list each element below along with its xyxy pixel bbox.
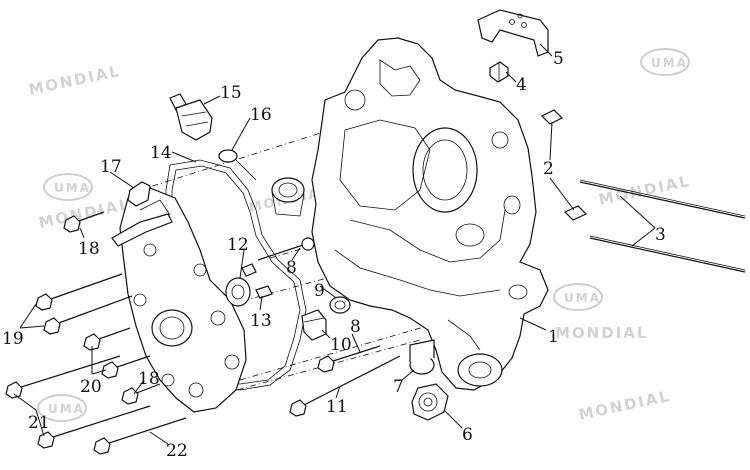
sensor-part-15 xyxy=(169,93,213,141)
callout-numbers: 1 2 3 4 5 6 7 8 8 9 10 11 12 13 14 15 16… xyxy=(2,49,666,461)
bolt-group-right xyxy=(289,345,401,417)
callout-4: 4 xyxy=(516,75,527,95)
oring-part-16 xyxy=(218,149,257,181)
callout-2: 2 xyxy=(543,159,554,179)
callout-8-upper: 8 xyxy=(286,258,297,278)
uma-logo-top-right: UMA xyxy=(640,48,690,76)
pin-part-13 xyxy=(241,263,273,299)
washer-part-9 xyxy=(329,296,351,314)
callout-5: 5 xyxy=(553,49,564,69)
watermark-mondial-right-mid: MONDIAL xyxy=(555,324,648,342)
bushing-part-7 xyxy=(409,339,435,375)
bolt-group-left xyxy=(5,211,187,455)
callout-21: 21 xyxy=(28,413,50,433)
callout-7: 7 xyxy=(393,377,404,397)
callout-6: 6 xyxy=(462,425,473,445)
callout-1: 1 xyxy=(548,327,559,347)
crankcase-right-half xyxy=(271,37,549,391)
callout-18-upper: 18 xyxy=(78,239,100,259)
callout-16: 16 xyxy=(250,105,272,125)
watermark-mondial-top-left: MONDIAL xyxy=(27,62,122,99)
svg-text:UMA: UMA xyxy=(651,56,688,70)
callout-20: 20 xyxy=(80,377,102,397)
uma-logo-left: UMA xyxy=(43,173,93,201)
callout-9: 9 xyxy=(314,281,325,301)
plug-part-10 xyxy=(301,309,327,341)
callout-8-lower: 8 xyxy=(350,317,361,337)
seal-part-12 xyxy=(225,277,251,307)
callout-3: 3 xyxy=(655,225,666,245)
callout-22: 22 xyxy=(166,441,188,461)
svg-text:UMA: UMA xyxy=(48,402,85,416)
shaft-part-8-upper xyxy=(257,237,315,261)
bushing-part-6 xyxy=(411,383,449,421)
callout-12: 12 xyxy=(227,235,249,255)
callout-13: 13 xyxy=(250,311,272,331)
callout-14: 14 xyxy=(150,143,172,163)
callout-18-lower: 18 xyxy=(138,369,160,389)
callout-17: 17 xyxy=(100,157,122,177)
svg-text:UMA: UMA xyxy=(54,181,91,195)
uma-logo-right: UMA xyxy=(553,283,603,311)
svg-text:UMA: UMA xyxy=(564,291,601,305)
callout-10: 10 xyxy=(330,335,352,355)
bolt-part-4 xyxy=(489,61,509,83)
dowel-pins-part-2 xyxy=(540,109,588,221)
callout-19: 19 xyxy=(2,329,24,349)
bracket-part-5 xyxy=(477,9,549,57)
left-crankcase-cover xyxy=(119,187,247,413)
uma-logo-bottom-left: UMA xyxy=(37,394,87,422)
watermark-mondial-bottom-right: MONDIAL xyxy=(577,387,672,424)
studs-part-3 xyxy=(579,179,746,273)
callout-15: 15 xyxy=(220,83,242,103)
callout-11: 11 xyxy=(326,397,348,417)
watermark-mondial-left: MONDIAL xyxy=(37,195,132,232)
leader-lines xyxy=(13,43,656,445)
